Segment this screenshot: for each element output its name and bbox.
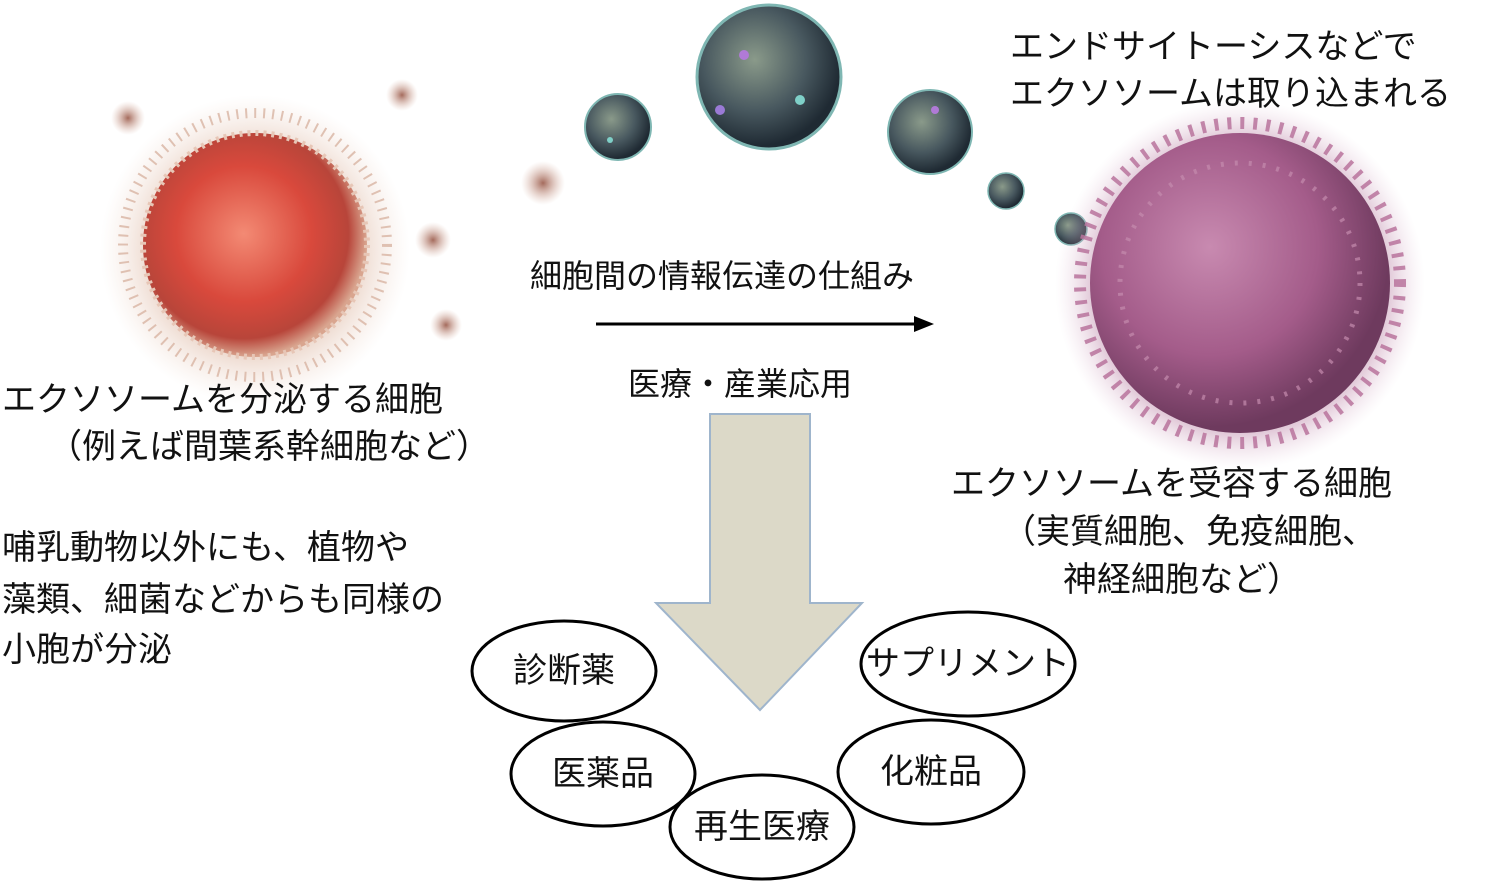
application-supplements: サプリメント xyxy=(866,644,1070,684)
application-ovals xyxy=(470,610,1077,881)
exosomes xyxy=(584,3,1088,246)
blurred-exosomes xyxy=(111,79,565,341)
secreting-cell-example: （例えば間葉系幹細胞など） xyxy=(48,427,490,467)
secreting-cell xyxy=(100,95,410,405)
application-arrow xyxy=(653,413,865,712)
application-pharmaceuticals: 医薬品 xyxy=(552,754,654,794)
endocytosis-label-line1: エンドサイトーシスなどで xyxy=(1010,27,1417,67)
application-cosmetics: 化粧品 xyxy=(880,752,982,792)
mechanism-label: 細胞間の情報伝達の仕組み xyxy=(530,257,915,295)
receiving-cell-example-1: （実質細胞、免疫細胞、 xyxy=(1002,512,1376,552)
mechanism-arrow xyxy=(596,316,934,332)
receiving-cell-example-2: 神経細胞など） xyxy=(1063,560,1301,600)
receiving-cell xyxy=(1055,100,1425,470)
secreting-cell-label: エクソソームを分泌する細胞 xyxy=(2,380,443,420)
other-sources-line1: 哺乳動物以外にも、植物や xyxy=(2,528,409,568)
application-regenerative-medicine: 再生医療 xyxy=(694,807,830,847)
application-label: 医療・産業応用 xyxy=(628,365,853,403)
application-diagnostics: 診断薬 xyxy=(513,651,615,691)
receiving-cell-label: エクソソームを受容する細胞 xyxy=(951,464,1392,504)
other-sources-line3: 小胞が分泌 xyxy=(2,630,172,670)
other-sources-line2: 藻類、細菌などからも同様の xyxy=(2,580,444,620)
endocytosis-label-line2: エクソソームは取り込まれる xyxy=(1010,74,1451,114)
